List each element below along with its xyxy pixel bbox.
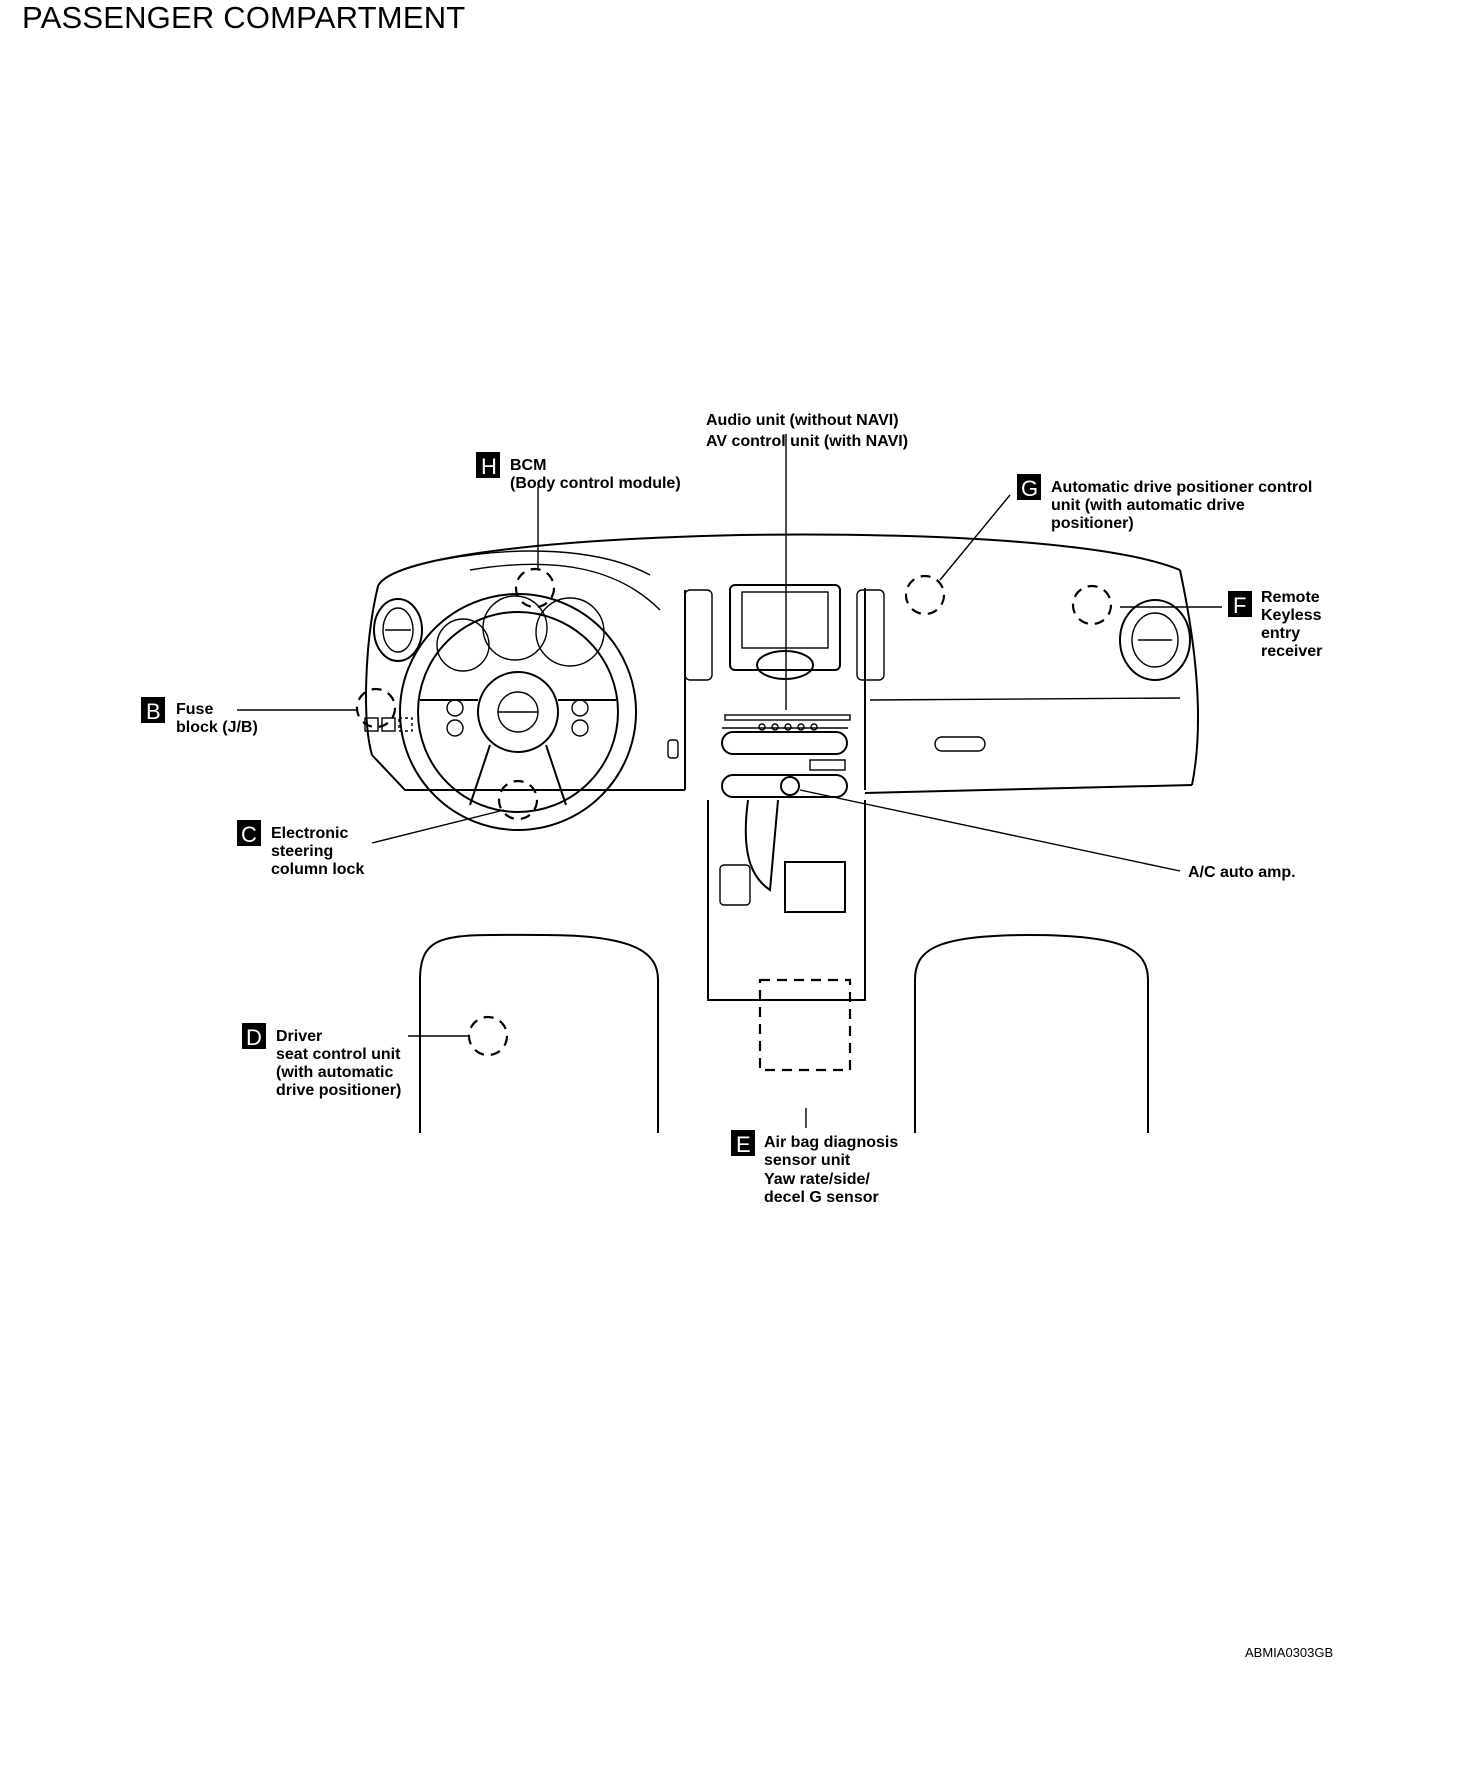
callout-F: F Remote Keyless entry receiver xyxy=(1228,589,1322,660)
glove-box-handle xyxy=(934,736,986,752)
callout-E: E Air bag diagnosis sensor unit Yaw rate… xyxy=(731,1130,898,1206)
svg-text:drive positioner): drive positioner) xyxy=(276,1082,401,1099)
steering-wheel xyxy=(399,593,637,831)
leader-ac xyxy=(799,789,1181,872)
badge-B xyxy=(141,697,165,723)
svg-text:steering: steering xyxy=(271,843,333,860)
svg-text:decel G sensor: decel G sensor xyxy=(764,1189,879,1206)
location-marker-B xyxy=(355,687,397,729)
leader-C xyxy=(371,809,505,844)
figure-code: ABMIA0303GB xyxy=(1245,1645,1334,1660)
center-stack xyxy=(667,584,885,1001)
page-title: PASSENGER COMPARTMENT xyxy=(22,0,466,35)
svg-text:Audio unit (without NAVI): Audio unit (without NAVI) xyxy=(706,412,899,429)
svg-text:Fuse: Fuse xyxy=(176,701,213,718)
svg-text:seat control unit: seat control unit xyxy=(276,1046,401,1063)
location-marker-E xyxy=(758,978,852,1072)
callout-C: C Electronic steering column lock xyxy=(237,820,364,878)
seats xyxy=(419,933,1149,1133)
svg-text:G: G xyxy=(1021,476,1038,501)
svg-text:unit (with automatic drive: unit (with automatic drive xyxy=(1051,497,1245,514)
svg-text:block (J/B): block (J/B) xyxy=(176,719,258,736)
badge-G xyxy=(1017,474,1041,500)
instrument-gauges xyxy=(436,595,605,672)
svg-text:B: B xyxy=(146,699,161,724)
svg-text:(Body control module): (Body control module) xyxy=(510,475,681,492)
leader-G xyxy=(939,494,1011,581)
svg-text:H: H xyxy=(481,454,497,479)
svg-text:AV control unit (with NAVI): AV control unit (with NAVI) xyxy=(706,433,908,450)
badge-E xyxy=(731,1130,755,1156)
svg-text:Driver: Driver xyxy=(276,1028,322,1045)
svg-text:sensor unit: sensor unit xyxy=(764,1152,851,1169)
svg-text:E: E xyxy=(736,1132,751,1157)
svg-text:positioner): positioner) xyxy=(1051,515,1134,532)
callout-ac-auto-amp: A/C auto amp. xyxy=(1188,864,1296,881)
callout-audio-unit: Audio unit (without NAVI) AV control uni… xyxy=(706,412,908,450)
svg-text:Keyless: Keyless xyxy=(1261,607,1322,624)
svg-text:Automatic drive positioner con: Automatic drive positioner control xyxy=(1051,479,1312,496)
location-marker-D xyxy=(467,1015,509,1057)
badge-H xyxy=(476,452,500,478)
location-marker-C xyxy=(497,779,539,821)
location-marker-H xyxy=(514,567,556,609)
svg-text:Electronic: Electronic xyxy=(271,825,348,842)
dashboard-outline xyxy=(365,533,1199,794)
svg-text:receiver: receiver xyxy=(1261,643,1322,660)
svg-text:D: D xyxy=(246,1025,262,1050)
callout-H: H BCM (Body control module) xyxy=(476,452,681,492)
location-marker-F xyxy=(1071,584,1113,626)
svg-text:BCM: BCM xyxy=(510,457,546,474)
badge-C xyxy=(237,820,261,846)
svg-text:C: C xyxy=(241,822,257,847)
badge-F xyxy=(1228,591,1252,617)
svg-text:F: F xyxy=(1233,593,1246,618)
left-air-vent xyxy=(373,598,423,662)
svg-text:(with automatic: (with automatic xyxy=(276,1064,393,1081)
callout-D: D Driver seat control unit (with automat… xyxy=(242,1023,401,1099)
svg-text:Remote: Remote xyxy=(1261,589,1320,606)
svg-text:Air bag diagnosis: Air bag diagnosis xyxy=(764,1134,898,1151)
fuse-block-squares xyxy=(364,717,413,732)
svg-text:Yaw rate/side/: Yaw rate/side/ xyxy=(764,1171,870,1188)
svg-text:entry: entry xyxy=(1261,625,1300,642)
right-air-vent xyxy=(1119,599,1191,681)
callout-B: B Fuse block (J/B) xyxy=(141,697,258,736)
callout-G: G Automatic drive positioner control uni… xyxy=(1017,474,1312,532)
svg-text:column lock: column lock xyxy=(271,861,364,878)
location-marker-G xyxy=(904,574,946,616)
badge-D xyxy=(242,1023,266,1049)
svg-text:A/C auto amp.: A/C auto amp. xyxy=(1188,864,1296,881)
